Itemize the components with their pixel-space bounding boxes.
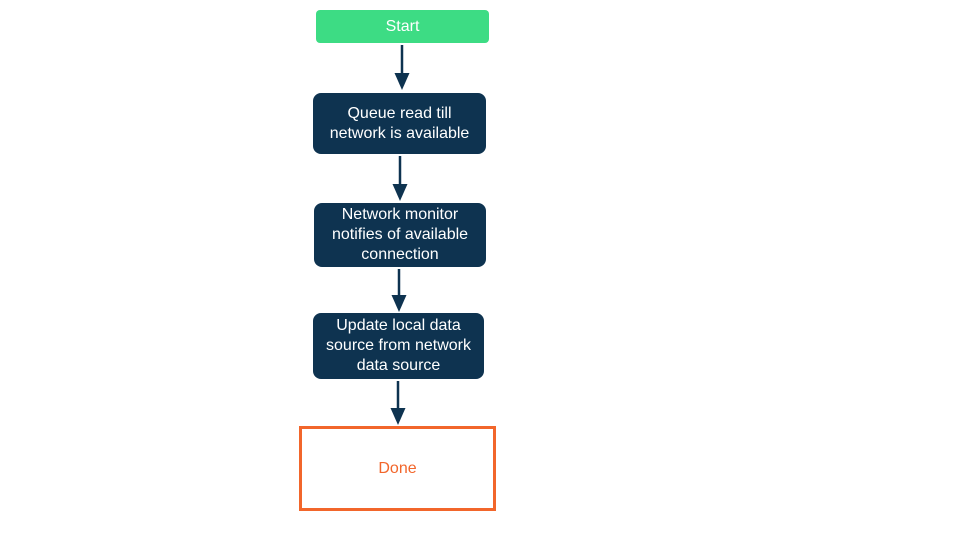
arrow-queue-read-to-network-monitor (392, 156, 408, 201)
node-network-monitor[interactable]: Network monitor notifies of available co… (314, 203, 486, 267)
node-done[interactable]: Done (299, 426, 496, 511)
arrow-update-local-to-done (390, 381, 406, 425)
arrow-start-to-queue-read (394, 45, 410, 90)
node-update-local-data-source[interactable]: Update local data source from network da… (313, 313, 484, 379)
node-queue-read[interactable]: Queue read till network is available (313, 93, 486, 154)
node-start[interactable]: Start (316, 10, 489, 43)
arrow-network-monitor-to-update-local (391, 269, 407, 312)
